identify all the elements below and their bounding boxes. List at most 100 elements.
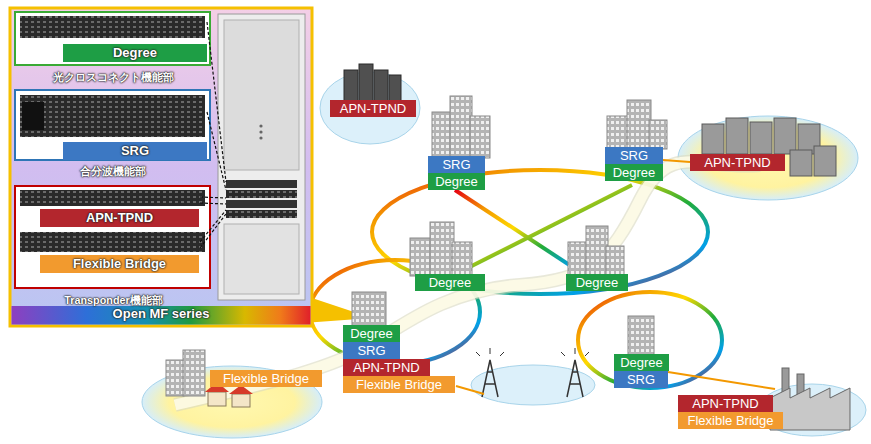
tag-text: APN-TPND — [353, 360, 419, 375]
tag-text: APN-TPND — [692, 396, 758, 411]
fiber-ring — [440, 185, 632, 282]
function-tag: Flexible Bridge — [343, 376, 455, 393]
access-link — [668, 372, 775, 389]
access-link — [663, 160, 690, 162]
radio-tower — [482, 360, 498, 397]
tag-text: Flexible Bridge — [44, 256, 195, 272]
leader-line — [207, 112, 226, 190]
panel-art — [15, 90, 210, 160]
building — [352, 292, 386, 327]
series-name: Open MF series — [10, 306, 312, 322]
tag-text: Degree — [429, 275, 472, 290]
panel-art — [259, 124, 262, 127]
panel-art — [10, 8, 312, 326]
panel-art — [224, 224, 299, 294]
tag-text: APN-TPND — [704, 155, 770, 170]
panel-art — [10, 8, 312, 326]
function-tag: SRG — [428, 156, 485, 173]
leader-line — [200, 214, 226, 248]
panel-art — [226, 210, 297, 218]
function-tag: SRG — [63, 142, 207, 160]
server — [774, 118, 796, 154]
house — [208, 392, 226, 406]
function-tag: Degree — [343, 325, 400, 342]
section-heading: Transponder機能部 — [17, 292, 210, 308]
building — [452, 242, 472, 276]
function-tag: Degree — [605, 164, 663, 181]
product-panel: Open MF series 光クロスコネクト機能部 Degree 合分波機能部 SRG… — [10, 8, 312, 326]
building — [432, 112, 452, 158]
function-tag: APN-TPND — [343, 359, 430, 376]
building — [166, 360, 184, 396]
panel-art — [22, 102, 44, 130]
tag-text: SRG — [627, 372, 655, 387]
function-frame: Transponder機能部 APN-TPND Flexible Bridge — [15, 186, 210, 308]
building — [627, 100, 651, 149]
function-frame: 光クロスコネクト機能部 Degree — [15, 12, 210, 85]
server — [374, 70, 388, 104]
fiber-ring — [372, 170, 708, 294]
building — [183, 350, 205, 396]
tag-text: APN-TPND — [44, 210, 195, 226]
function-tag: Degree — [63, 44, 207, 62]
function-tag: APN-TPND — [678, 395, 773, 412]
panel-art — [226, 190, 297, 198]
server — [814, 146, 836, 176]
leader-line — [200, 203, 226, 204]
building — [607, 116, 629, 149]
building — [470, 116, 490, 158]
leader-line — [200, 210, 226, 242]
tag-text: Flexible Bridge — [688, 413, 774, 428]
building — [606, 246, 624, 276]
tag-text: APN-TPND — [340, 101, 406, 116]
tag-text: SRG — [620, 148, 648, 163]
function-tag: APN-TPND — [690, 154, 785, 171]
server — [702, 124, 724, 154]
tag-text: SRG — [442, 157, 470, 172]
function-tag: Degree — [428, 173, 485, 190]
access-link — [456, 160, 775, 394]
tag-text: Degree — [576, 275, 619, 290]
building — [430, 222, 454, 276]
building — [628, 316, 654, 356]
function-tag: Degree — [415, 274, 485, 291]
function-tag: APN-TPND — [330, 100, 416, 117]
building — [568, 242, 588, 276]
function-tag: Flexible Bridge — [678, 412, 783, 429]
function-tag: Degree — [614, 354, 669, 371]
panel-art — [20, 95, 205, 137]
function-tag: APN-TPND — [40, 209, 199, 227]
server — [702, 118, 836, 176]
function-tag: Flexible Bridge — [40, 255, 199, 273]
panel-art — [15, 12, 210, 65]
server — [790, 150, 812, 176]
tag-text: Flexible Bridge — [223, 371, 309, 386]
radio-tower — [476, 348, 589, 397]
service-area — [678, 116, 858, 200]
building — [410, 238, 432, 276]
access-link — [456, 386, 484, 394]
tag-text: SRG — [67, 143, 203, 159]
server — [726, 118, 748, 154]
panel-art — [226, 200, 297, 208]
building — [166, 96, 667, 396]
server — [344, 64, 401, 104]
function-tag: SRG — [343, 342, 400, 359]
tag-text: Degree — [435, 174, 478, 189]
tag-text: Degree — [613, 165, 656, 180]
panel-art — [259, 136, 262, 139]
tag-text: Degree — [620, 355, 663, 370]
section-heading: 合分波機能部 — [15, 163, 210, 179]
server — [344, 70, 358, 104]
tag-text: Flexible Bridge — [356, 377, 442, 392]
server — [389, 75, 401, 103]
function-frame: 合分波機能部 SRG — [15, 90, 210, 179]
radio-tower — [476, 348, 589, 356]
section-heading: 光クロスコネクト機能部 — [17, 69, 210, 85]
tag-text: SRG — [357, 343, 385, 358]
function-tag: SRG — [614, 371, 668, 388]
panel-art — [20, 16, 205, 38]
server — [750, 122, 772, 154]
house — [232, 394, 250, 407]
